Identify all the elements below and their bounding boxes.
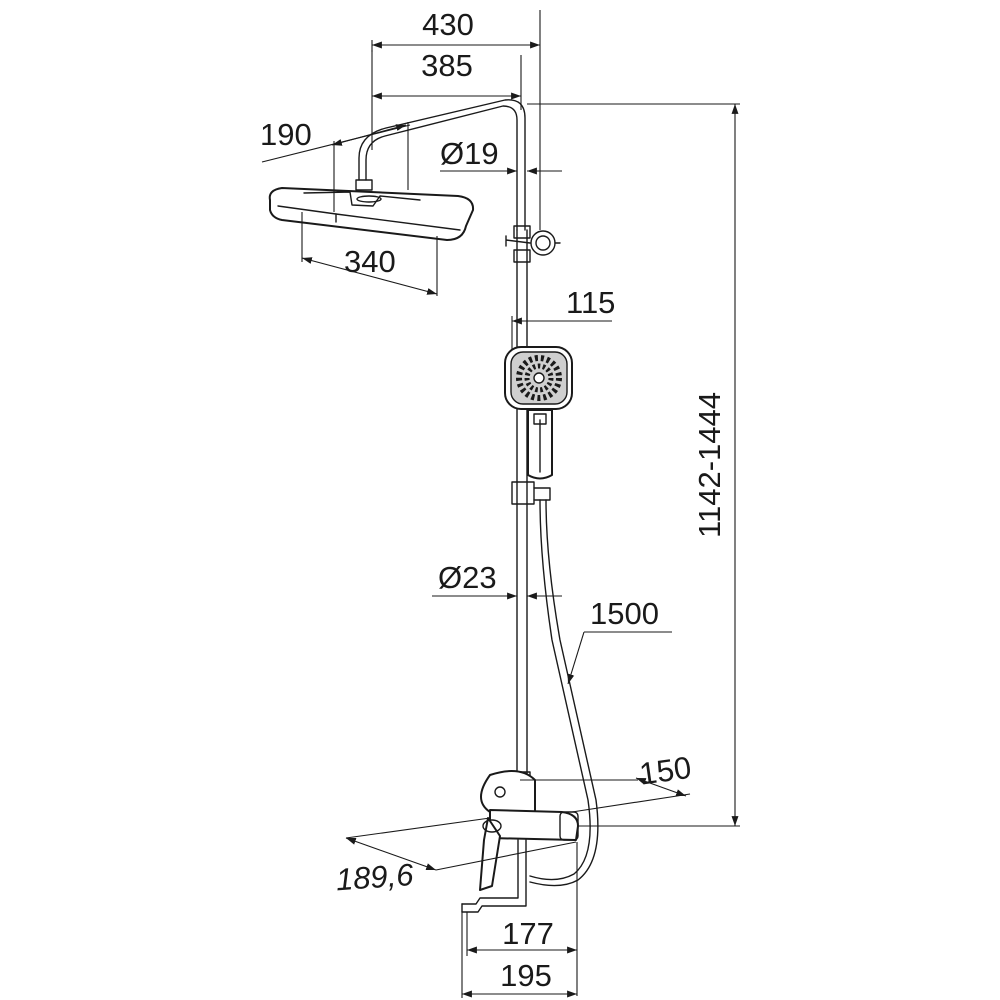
- overhead-shower-head: [268, 187, 475, 241]
- dimension-height: 1142-1444: [527, 103, 740, 827]
- dimension-riser-diameter: Ø23: [432, 560, 562, 600]
- dimension-190: 190: [260, 117, 411, 212]
- dimension-arm-diameter: Ø19: [440, 136, 562, 175]
- dim-label-hose: 1500: [590, 596, 659, 631]
- dimension-150: 150: [520, 750, 693, 813]
- dim-label-115: 115: [566, 285, 615, 320]
- dim-label-177: 177: [502, 916, 554, 951]
- dim-label-195: 195: [500, 958, 552, 993]
- dimension-189-6: 189,6: [335, 817, 577, 897]
- dim-label-340: 340: [344, 244, 396, 279]
- dim-label-riser-diameter: Ø23: [438, 560, 497, 595]
- dimension-385: 385: [371, 48, 522, 150]
- dimension-340: 340: [301, 212, 438, 296]
- bath-mixer: [461, 770, 579, 913]
- riser-pipe: [505, 225, 561, 791]
- hand-shower: [504, 346, 573, 480]
- dimension-430: 430: [371, 7, 541, 230]
- dim-label-430: 430: [422, 7, 474, 42]
- dim-label-150: 150: [637, 750, 693, 792]
- overhead-shower-arm: [355, 99, 526, 231]
- dimension-195: 195: [461, 912, 577, 998]
- dim-label-arm-diameter: Ø19: [440, 136, 499, 171]
- shower-hose: [529, 499, 599, 887]
- dimension-hose: 1500: [567, 596, 672, 685]
- dimension-115: 115: [511, 285, 615, 350]
- dim-label-height: 1142-1444: [692, 392, 727, 538]
- dim-label-190: 190: [260, 117, 312, 152]
- dimension-177: 177: [466, 842, 578, 996]
- dim-label-385: 385: [421, 48, 473, 83]
- dim-label-189-6: 189,6: [335, 857, 416, 897]
